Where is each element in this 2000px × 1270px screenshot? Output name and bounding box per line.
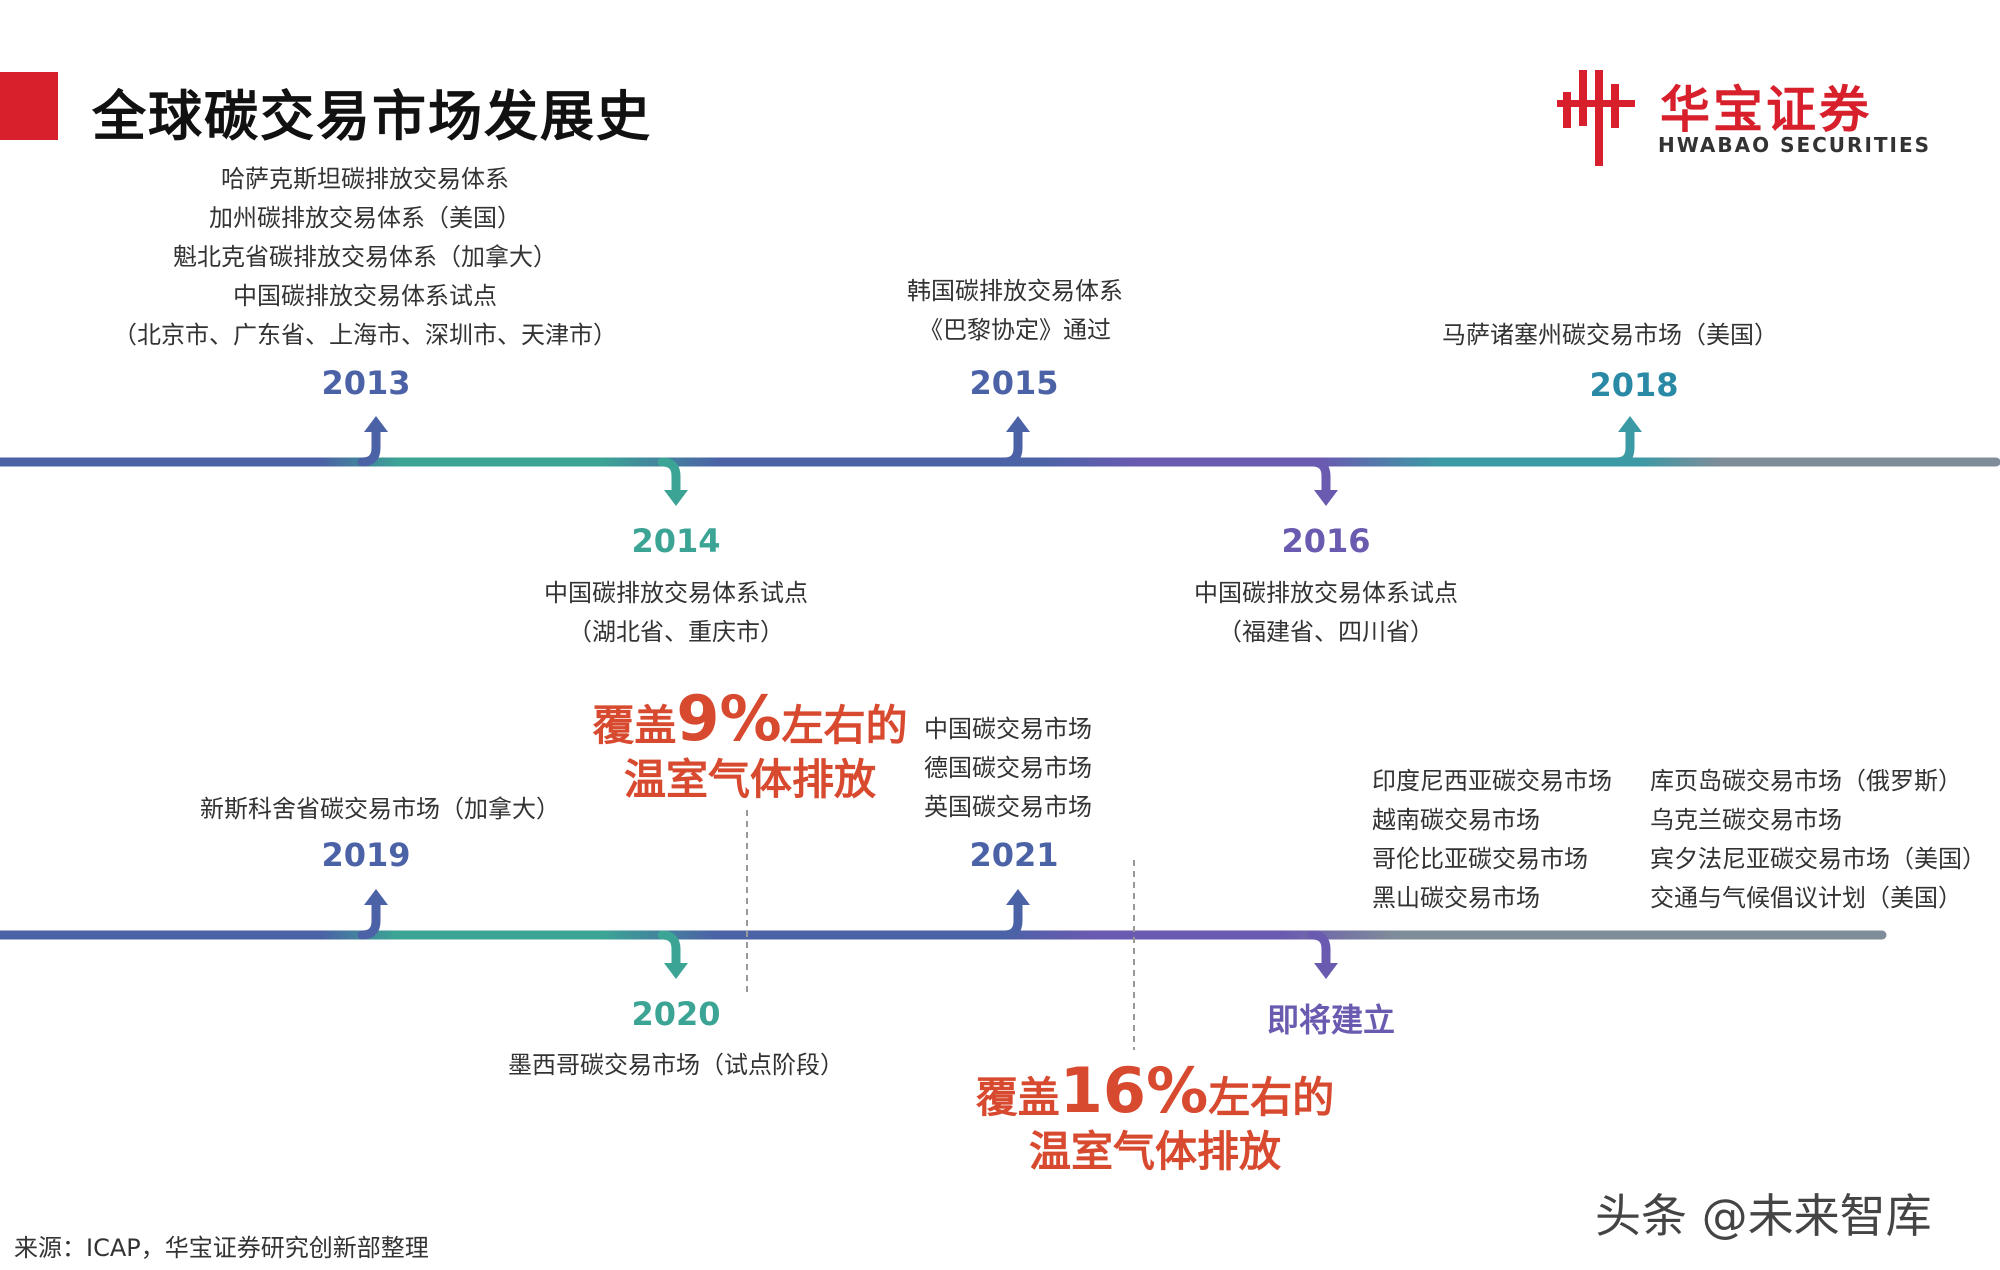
event-line: 《巴黎协定》通过	[919, 316, 1111, 344]
arrow-up-icon	[1618, 416, 1642, 432]
upcoming-list-left: 印度尼西亚碳交易市场 越南碳交易市场 哥伦比亚碳交易市场 黑山碳交易市场	[1372, 762, 1612, 918]
event-line: （福建省、四川省）	[1218, 618, 1434, 646]
arrow-up-icon	[1006, 416, 1030, 432]
source-note: 来源：ICAP，华宝证券研究创新部整理	[14, 1234, 429, 1262]
event-line: （湖北省、重庆市）	[568, 618, 784, 646]
coverage-callout-9: 覆盖9%左右的 温室气体排放	[592, 682, 908, 805]
arrow-down-icon	[1314, 490, 1338, 506]
arrow-down-icon	[1314, 963, 1338, 979]
arrow-down-icon	[664, 963, 688, 979]
list-item: 库页岛碳交易市场（俄罗斯）	[1650, 767, 1962, 795]
event-2015-text: 韩国碳排放交易体系 《巴黎协定》通过	[860, 272, 1170, 350]
arrow-up-icon	[1006, 889, 1030, 905]
year-2016: 2016	[1281, 522, 1371, 560]
list-item: 印度尼西亚碳交易市场	[1372, 767, 1612, 795]
list-item: 乌克兰碳交易市场	[1650, 806, 1842, 834]
logo-name: 华宝证券	[1660, 81, 1872, 139]
event-2014-text: 中国碳排放交易体系试点 （湖北省、重庆市）	[516, 574, 836, 652]
event-line: 哈萨克斯坦碳排放交易体系	[221, 165, 509, 193]
event-line: 墨西哥碳交易市场（试点阶段）	[508, 1051, 844, 1079]
event-line: 韩国碳排放交易体系	[907, 277, 1123, 305]
upcoming-list-right: 库页岛碳交易市场（俄罗斯） 乌克兰碳交易市场 宾夕法尼亚碳交易市场（美国） 交通…	[1650, 762, 1986, 918]
arrow-up-icon	[364, 416, 388, 432]
list-item: 宾夕法尼亚碳交易市场（美国）	[1650, 845, 1986, 873]
list-item: 哥伦比亚碳交易市场	[1372, 845, 1588, 873]
year-2018: 2018	[1589, 366, 1679, 404]
coverage-callout-16: 覆盖16%左右的 温室气体排放	[975, 1054, 1335, 1177]
event-2013-text: 哈萨克斯坦碳排放交易体系 加州碳排放交易体系（美国） 魁北克省碳排放交易体系（加…	[40, 160, 690, 355]
logo-subtitle: HWABAO SECURITIES	[1658, 133, 1932, 157]
year-2014: 2014	[631, 522, 721, 560]
year-2013: 2013	[321, 364, 411, 402]
event-line: 加州碳排放交易体系（美国）	[209, 204, 521, 232]
year-2019: 2019	[321, 836, 411, 874]
event-line: 魁北克省碳排放交易体系（加拿大）	[173, 243, 557, 271]
event-line: （北京市、广东省、上海市、深圳市、天津市）	[113, 321, 617, 349]
page-title: 全球碳交易市场发展史	[92, 85, 652, 148]
hwabao-logo-icon	[1557, 70, 1635, 166]
title-accent-bar	[0, 72, 58, 140]
year-upcoming: 即将建立	[1266, 1001, 1395, 1039]
event-2020-text: 墨西哥碳交易市场（试点阶段）	[496, 1046, 856, 1085]
event-line: 中国碳排放交易体系试点	[233, 282, 497, 310]
event-line: 中国碳交易市场	[924, 715, 1092, 743]
event-line: 中国碳排放交易体系试点	[1194, 579, 1458, 607]
event-2021-text: 中国碳交易市场 德国碳交易市场 英国碳交易市场	[924, 710, 1092, 827]
list-item: 交通与气候倡议计划（美国）	[1650, 884, 1962, 912]
year-2020: 2020	[631, 995, 721, 1033]
event-line: 中国碳排放交易体系试点	[544, 579, 808, 607]
year-2015: 2015	[969, 364, 1059, 402]
event-2018-text: 马萨诸塞州碳交易市场（美国）	[1410, 316, 1810, 355]
event-line: 英国碳交易市场	[924, 793, 1092, 821]
event-line: 马萨诸塞州碳交易市场（美国）	[1442, 321, 1778, 349]
arrow-down-icon	[664, 490, 688, 506]
arrow-up-icon	[364, 889, 388, 905]
event-2016-text: 中国碳排放交易体系试点 （福建省、四川省）	[1166, 574, 1486, 652]
list-item: 越南碳交易市场	[1372, 806, 1540, 834]
year-2021: 2021	[969, 836, 1059, 874]
event-line: 新斯科舍省碳交易市场（加拿大）	[200, 795, 560, 823]
watermark: 头条 @未来智库	[1595, 1189, 1932, 1243]
event-2019-text: 新斯科舍省碳交易市场（加拿大）	[170, 790, 590, 829]
event-line: 德国碳交易市场	[924, 754, 1092, 782]
list-item: 黑山碳交易市场	[1372, 884, 1540, 912]
